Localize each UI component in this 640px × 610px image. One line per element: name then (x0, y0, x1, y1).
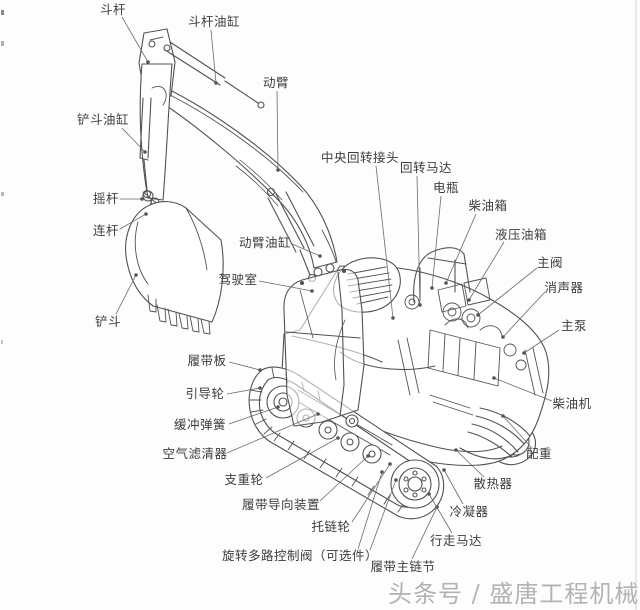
part-label-swing-motor: 回转马达 (399, 159, 453, 175)
part-label-track-master-link: 履带主链节 (370, 558, 436, 574)
engine-detail-drawing (397, 277, 544, 416)
part-label-arm-cylinder: 斗杆油缸 (187, 13, 241, 29)
part-label-rotary-control-valve: 旋转多路控制阀（可选件） (221, 547, 379, 563)
boom-drawing (157, 87, 338, 277)
part-label-radiator: 散热器 (473, 475, 513, 491)
part-label-boom-cylinder: 动臂油缸 (238, 234, 292, 250)
part-label-condenser: 冷凝器 (449, 503, 489, 519)
part-label-counterweight: 配重 (525, 445, 553, 461)
part-label-boom: 动臂 (262, 74, 290, 90)
part-label-fuel-tank: 柴油箱 (468, 197, 508, 213)
part-label-recoil-spring: 缓冲弹簧 (173, 416, 227, 432)
arm-cylinder-drawing (164, 41, 265, 109)
part-label-rocker: 摇杆 (92, 190, 120, 206)
arm-drawing (138, 28, 176, 207)
leader-lines (115, 16, 560, 560)
bucket-drawing (125, 201, 224, 335)
cab-drawing (283, 268, 365, 427)
part-label-track-guide: 履带导向装置 (241, 496, 321, 512)
part-label-muffler: 消声器 (544, 279, 584, 295)
part-label-bucket-cylinder: 铲斗油缸 (76, 111, 130, 127)
part-label-center-swivel-joint: 中央回转接头 (320, 149, 400, 165)
scan-specks (1, 10, 4, 344)
part-label-main-valve: 主阀 (536, 254, 564, 270)
part-label-bucket: 铲斗 (94, 313, 122, 329)
part-label-battery: 电瓶 (432, 179, 460, 195)
part-label-link-rod: 连杆 (92, 222, 120, 238)
part-label-cab: 驾驶室 (218, 271, 258, 287)
part-label-diesel-engine: 柴油机 (552, 395, 592, 411)
part-label-idler: 引导轮 (185, 385, 225, 401)
watermark-text: 头条号 / 盛唐工程机械 (388, 580, 640, 608)
part-label-travel-motor: 行走马达 (429, 532, 483, 548)
part-label-stick-arm: 斗杆 (99, 1, 127, 17)
counterweight-drawing (459, 407, 531, 460)
part-label-track-shoe: 履带板 (187, 352, 227, 368)
part-label-main-pump: 主泵 (560, 317, 588, 333)
part-label-hydraulic-tank: 液压油箱 (494, 226, 548, 242)
part-label-carrier-roller: 托链轮 (311, 518, 351, 534)
part-label-air-filter: 空气滤清器 (162, 445, 228, 461)
part-label-track-roller: 支重轮 (224, 471, 264, 487)
